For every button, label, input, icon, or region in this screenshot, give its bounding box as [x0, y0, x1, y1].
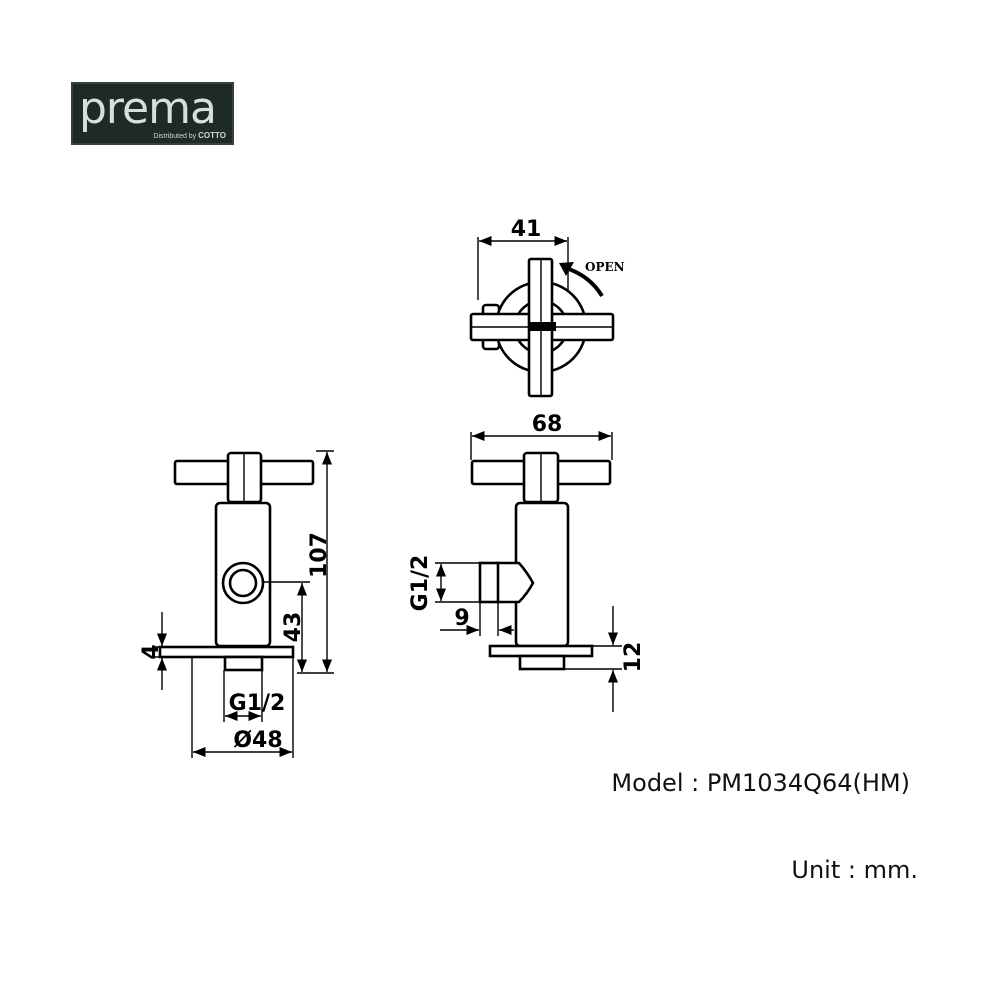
side-view: 68 G1/2 9 12 — [408, 412, 646, 712]
logo-brand: COTTO — [198, 131, 226, 140]
dim-g12-side: G1/2 — [408, 555, 433, 612]
logo-wordmark: prema — [79, 83, 217, 134]
dim-9: 9 — [454, 606, 469, 631]
open-label: OPEN — [585, 260, 625, 274]
prema-logo: prema Distributed by COTTO — [71, 82, 234, 145]
dim-68: 68 — [532, 412, 563, 437]
logo-tagline-text: Distributed by — [153, 133, 197, 140]
dim-g12-bottom: G1/2 — [229, 691, 286, 716]
unit-label: Unit : mm. — [791, 856, 918, 884]
dim-48: Ø48 — [233, 728, 282, 753]
logo-tagline: Distributed by COTTO — [153, 131, 226, 140]
front-view: 107 43 4 G1/2 Ø48 — [139, 450, 334, 758]
dim-43: 43 — [281, 612, 306, 643]
dim-12: 12 — [621, 642, 646, 673]
top-view: 41 OPEN — [469, 217, 625, 398]
dim-41: 41 — [511, 217, 542, 242]
dim-4: 4 — [139, 644, 164, 659]
model-label: Model : PM1034Q64(HM) — [611, 769, 910, 797]
dim-107: 107 — [307, 532, 332, 578]
